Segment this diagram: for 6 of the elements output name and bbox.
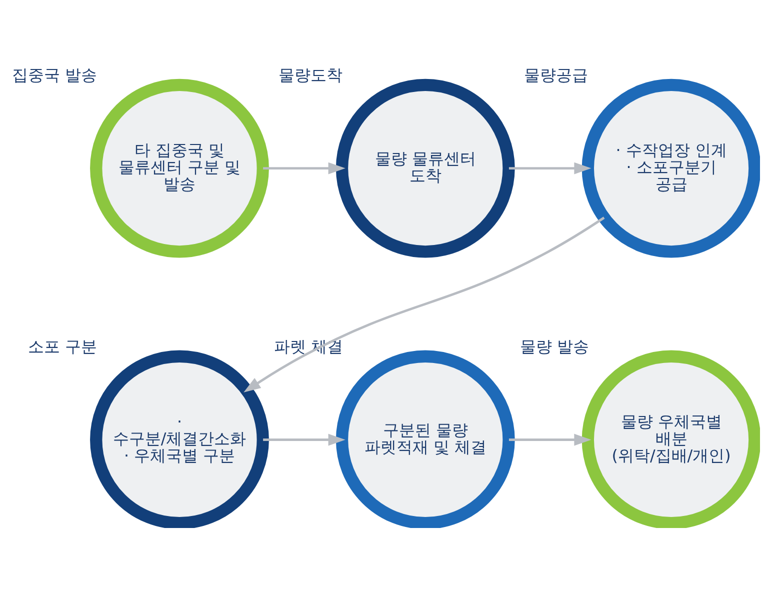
node-circle: · 수구분/체결간소화 · 우체국별 구분 (90, 350, 269, 528)
arrow (244, 216, 605, 392)
arrow (263, 433, 346, 446)
arrow (508, 162, 592, 174)
arrow (508, 433, 592, 446)
arrow (263, 162, 346, 174)
